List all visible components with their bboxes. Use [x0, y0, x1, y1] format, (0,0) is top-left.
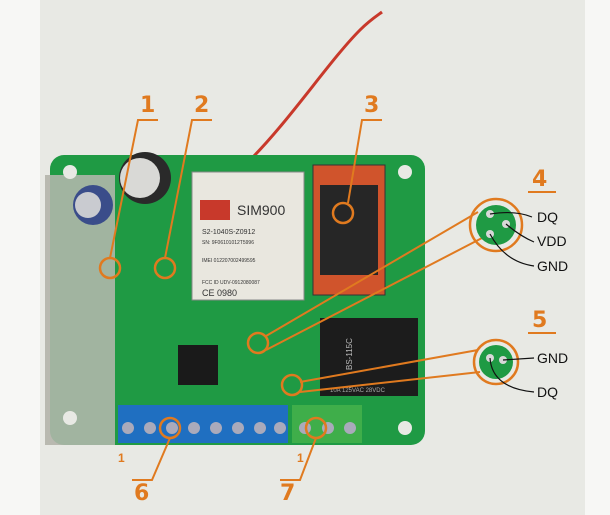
mount-hole	[398, 165, 412, 179]
module-line4: FCC ID UDV-0912080087	[202, 280, 260, 286]
capacitor-top	[120, 158, 160, 198]
sensor-3pin-leaders	[489, 211, 535, 267]
antenna-wire	[248, 10, 383, 162]
sensor-3pin-body	[476, 205, 516, 245]
module-logo	[200, 200, 230, 220]
pin-label-dq: DQ	[537, 209, 558, 225]
mcu-chip	[178, 345, 218, 385]
pin-label-gnd: GND	[537, 350, 568, 366]
callout-number: 2	[194, 93, 209, 118]
relay	[320, 318, 418, 396]
pin-label-gnd: GND	[537, 258, 568, 274]
callout-number: 6	[134, 481, 149, 506]
module-brand: SIM900	[237, 202, 285, 218]
mount-hole	[398, 421, 412, 435]
terminal-screws-blue	[122, 422, 286, 434]
module-line3: IMEI 012207002499595	[202, 258, 256, 264]
relay-rating: 10A 125VAC 28VDC	[330, 388, 386, 394]
callout-number: 4	[532, 167, 547, 192]
relay-model: BS-115C	[345, 338, 354, 370]
mount-hole	[63, 411, 77, 425]
terminal-mark: 1	[297, 451, 304, 465]
sensor-2pin-body	[479, 345, 513, 379]
mount-hole	[63, 165, 77, 179]
module-line1: S2-1040S-Z0912	[202, 229, 255, 236]
module-ce: CE 0980	[202, 288, 237, 298]
callout-number: 1	[140, 93, 155, 118]
pin-label-dq: DQ	[537, 384, 558, 400]
module-line2: SN: 9F06101012T5996	[202, 240, 254, 246]
pin-label-vdd: VDD	[537, 233, 567, 249]
callout-leaders	[109, 119, 556, 481]
callout-number: 7	[280, 481, 295, 506]
sensor-2pin-outline	[472, 338, 520, 386]
sensor-2pin-leaders	[489, 357, 535, 393]
terminal-mark: 1	[118, 451, 125, 465]
callout-number: 5	[532, 308, 547, 333]
callout-number: 3	[364, 93, 379, 118]
capacitor-blue-top	[75, 192, 101, 218]
sim900-module	[191, 171, 305, 301]
sensor-3pin-outline	[468, 197, 524, 253]
terminal-screw	[344, 422, 356, 434]
